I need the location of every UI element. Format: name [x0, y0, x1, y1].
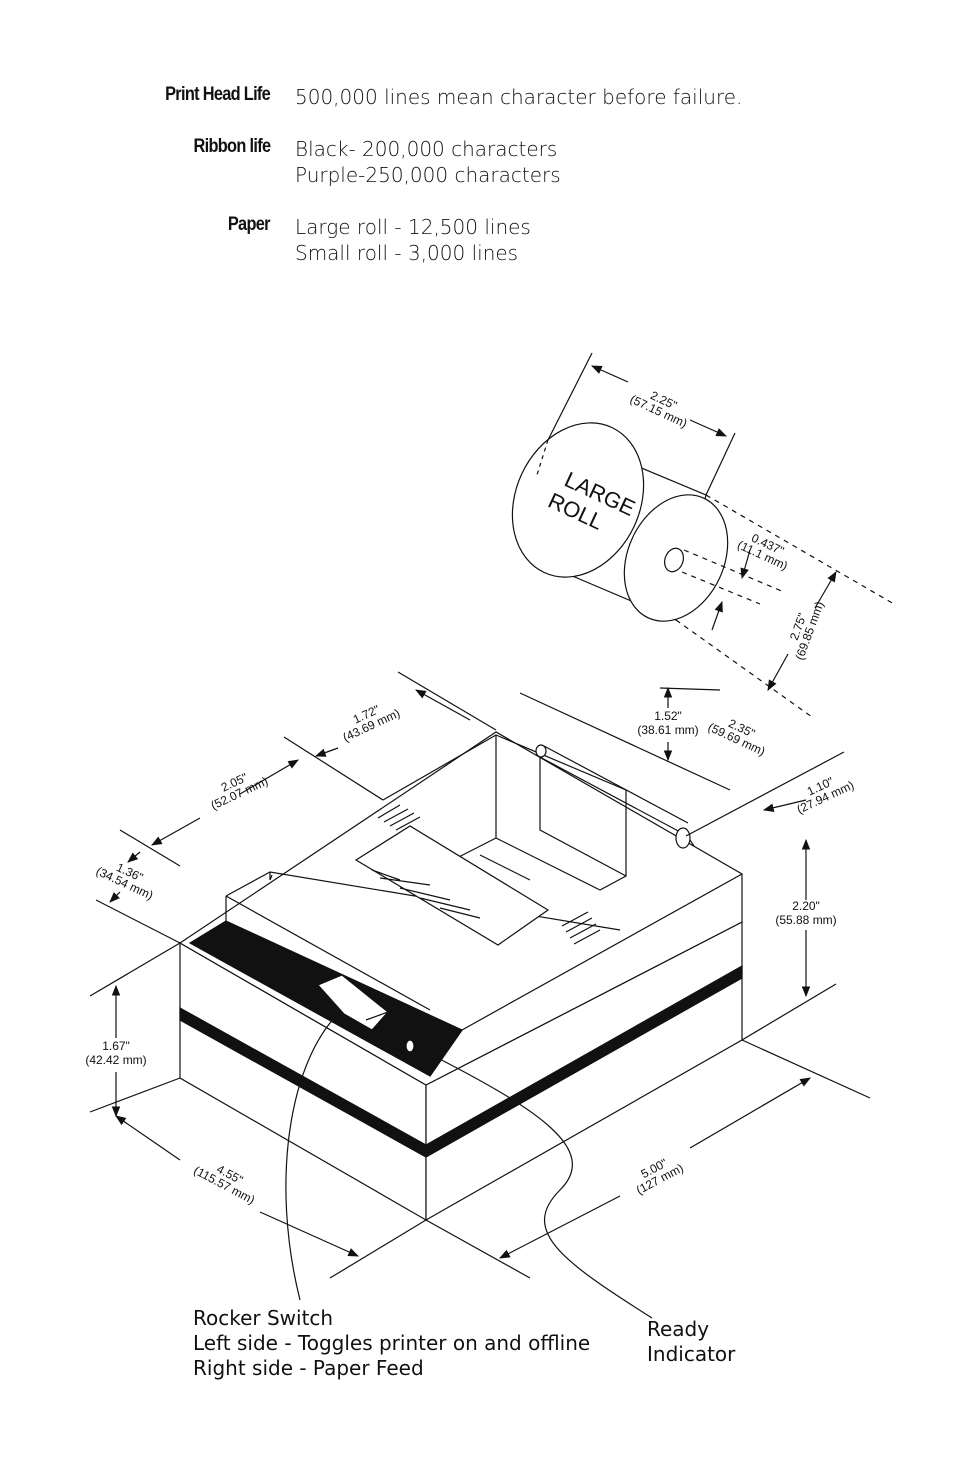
ready-callout-line: Indicator	[647, 1342, 736, 1366]
spec-line: Large roll - 12,500 lines	[295, 215, 531, 239]
spec-value: Black- 200,000 characters Purple-250,000…	[295, 136, 561, 188]
dim-1-67: 1.67"	[102, 1039, 130, 1053]
paper-roll	[511, 422, 729, 622]
rocker-callout-right: Right side - Paper Feed	[193, 1356, 424, 1380]
ready-callout-line: Ready	[647, 1317, 710, 1341]
spec-label: Paper	[228, 214, 271, 235]
rocker-callout-title: Rocker Switch	[193, 1306, 334, 1330]
dim-1-52-mm: (38.61 mm)	[637, 723, 698, 737]
spec-line: 500,000 lines mean character before fail…	[295, 85, 743, 109]
spec-label: Ribbon life	[193, 136, 271, 157]
spec-value: 500,000 lines mean character before fail…	[295, 84, 742, 110]
spec-line: Purple-250,000 characters	[295, 163, 561, 187]
dim-1-67-mm: (42.42 mm)	[85, 1053, 146, 1067]
spec-line: Black- 200,000 characters	[295, 137, 558, 161]
dim-2-20: 2.20"	[792, 899, 820, 913]
dim-2-20-mm: (55.88 mm)	[775, 913, 836, 927]
ready-indicator-callout: Ready Indicator	[647, 1317, 735, 1367]
spec-value: Large roll - 12,500 lines Small roll - 3…	[295, 214, 531, 266]
spec-line: Small roll - 3,000 lines	[295, 241, 519, 265]
rocker-callout-left: Left side - Toggles printer on and offli…	[193, 1331, 591, 1355]
dim-1-52: 1.52"	[654, 709, 682, 723]
rocker-switch-callout: Rocker Switch Left side - Toggles printe…	[193, 1306, 590, 1381]
printer-body	[178, 731, 743, 1222]
spec-label: Print Head Life	[165, 84, 271, 105]
